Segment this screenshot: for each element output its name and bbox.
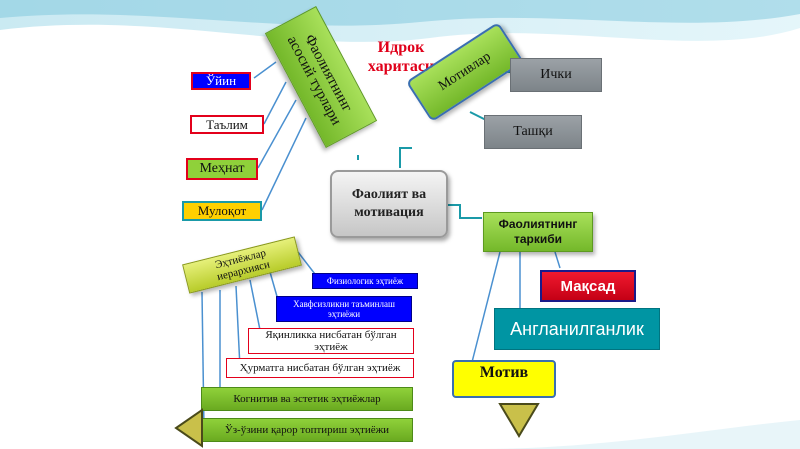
map-title: Идрок харитаси bbox=[367, 39, 435, 75]
motive-item-internal[interactable]: Ички bbox=[510, 58, 602, 92]
structure-header[interactable]: Фаолиятнинг таркиби bbox=[483, 212, 593, 252]
structure-item-motive[interactable]: Мотив bbox=[452, 360, 556, 398]
structure-item-label: Мақсад bbox=[560, 277, 616, 295]
need-item-physiological[interactable]: Физиологик эҳтиёж bbox=[312, 273, 418, 289]
activity-item-label: Таълим bbox=[206, 116, 248, 132]
activity-item-play[interactable]: Ўйин bbox=[191, 72, 251, 90]
need-item-belonging[interactable]: Яқинликка нисбатан бўлган эҳтиёж bbox=[248, 328, 414, 354]
structure-item-label: Мотив bbox=[479, 364, 529, 381]
structure-item-label: Англанилганлик bbox=[510, 318, 644, 339]
structure-item-awareness[interactable]: Англанилганлик bbox=[494, 308, 660, 350]
need-item-label: Ҳурматга нисбатан бўлган эҳтиёж bbox=[239, 362, 401, 374]
activity-item-label: Ўйин bbox=[205, 73, 237, 88]
activity-item-label: Мулоқот bbox=[197, 203, 247, 218]
motive-item-external[interactable]: Ташқи bbox=[484, 115, 582, 149]
center-node[interactable]: Фаолият ва мотивация bbox=[330, 170, 448, 238]
need-item-label: Хавфсизликни таъминлаш эҳтиёжи bbox=[293, 299, 395, 319]
need-item-label: Яқинликка нисбатан бўлган эҳтиёж bbox=[265, 329, 397, 353]
need-item-self-actualization[interactable]: Ўз-ўзини қарор топтириш эҳтиёжи bbox=[201, 418, 413, 442]
structure-item-goal[interactable]: Мақсад bbox=[540, 270, 636, 302]
motive-item-label: Ташқи bbox=[513, 124, 553, 139]
need-item-esteem[interactable]: Ҳурматга нисбатан бўлган эҳтиёж bbox=[226, 358, 414, 378]
center-label: Фаолият ва мотивация bbox=[351, 187, 427, 220]
need-item-label: Физиологик эҳтиёж bbox=[326, 276, 404, 286]
triangle-down-icon[interactable] bbox=[498, 402, 540, 438]
need-item-safety[interactable]: Хавфсизликни таъминлаш эҳтиёжи bbox=[276, 296, 412, 322]
activity-item-communication[interactable]: Мулоқот bbox=[182, 201, 262, 221]
activity-item-education[interactable]: Таълим bbox=[190, 115, 264, 134]
triangle-left-icon[interactable] bbox=[174, 408, 204, 448]
activity-item-labor[interactable]: Меҳнат bbox=[186, 158, 258, 180]
activity-item-label: Меҳнат bbox=[199, 161, 245, 176]
motive-item-label: Ички bbox=[540, 67, 572, 82]
need-item-label: Когнитив ва эстетик эҳтиёжлар bbox=[233, 393, 381, 405]
need-item-label: Ўз-ўзини қарор топтириш эҳтиёжи bbox=[224, 424, 390, 436]
structure-label: Фаолиятнинг таркиби bbox=[498, 217, 578, 246]
need-item-cognitive[interactable]: Когнитив ва эстетик эҳтиёжлар bbox=[201, 387, 413, 411]
